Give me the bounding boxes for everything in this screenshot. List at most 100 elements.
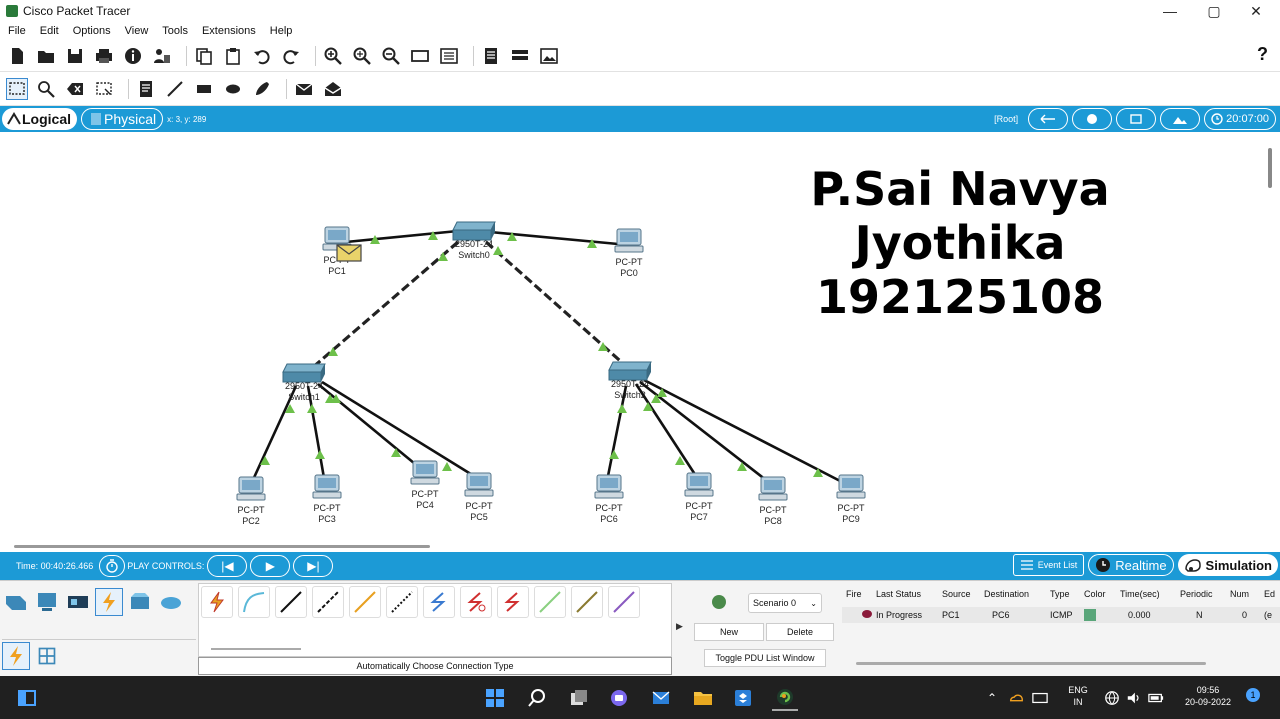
undo-icon[interactable] [251,45,273,67]
link-pc1-switch0[interactable] [345,228,469,244]
freeform-draw-icon[interactable] [251,78,273,100]
back-step-button[interactable]: |◀ [207,555,248,577]
phone-cable-icon[interactable] [386,586,418,618]
realtime-tab[interactable]: Realtime [1088,554,1174,576]
onedrive-sync-icon[interactable] [1006,685,1026,711]
event-list-button[interactable]: Event List [1012,554,1085,576]
connections-sub-icon[interactable] [2,641,30,670]
save-icon[interactable] [64,45,86,67]
link-switch1-pc3[interactable] [306,385,326,479]
link-switch1-pc4[interactable] [317,382,421,470]
teams-chat-icon[interactable] [606,685,632,711]
grid-sub-icon[interactable] [33,642,61,670]
ellipse-draw-icon[interactable] [222,78,244,100]
end-devices-icon[interactable] [33,588,61,616]
link-switch0-switch2[interactable] [484,240,628,368]
dropbox-icon[interactable] [730,685,756,711]
info-icon[interactable] [122,45,144,67]
coaxial-cable-icon[interactable] [423,586,455,618]
new-cluster-button[interactable] [1072,108,1113,130]
switch1-node[interactable]: 2950T-24 Switch1 [278,362,330,403]
select-icon[interactable] [6,77,28,100]
back-button[interactable] [1028,108,1069,130]
print-icon[interactable] [93,45,115,67]
link-switch2-pc6[interactable] [606,385,628,477]
scenario-info-icon[interactable] [712,595,726,609]
keyboard-tray-icon[interactable] [1030,685,1050,711]
link-switch1-pc2[interactable] [250,385,298,483]
note-icon[interactable] [135,78,157,100]
custom-device-icon[interactable] [480,45,502,67]
menu-tools[interactable]: Tools [162,25,188,37]
pc5-node[interactable]: PC-PT PC5 [460,472,498,523]
notification-badge[interactable]: 1 [1246,688,1260,702]
menu-edit[interactable]: Edit [39,25,59,37]
octal-cable-icon[interactable] [534,586,566,618]
tab-physical[interactable]: Physical [81,108,164,130]
multiuser-icon[interactable] [157,588,185,616]
network-devices-icon[interactable] [2,588,30,616]
fire-cell[interactable] [842,609,872,621]
connections-scrollbar[interactable] [211,648,301,650]
logical-workspace[interactable]: PC-PT PC1 PC-PT PC0 2950T-24 Switch0 295… [0,132,1280,552]
pdu-row[interactable]: In Progress PC1 PC6 ICMP 0.000 N 0 (e [842,607,1280,623]
pc9-node[interactable]: PC-PT PC9 [832,474,870,525]
file-explorer-icon[interactable] [690,685,716,711]
iot-custom-cable-icon[interactable] [571,586,603,618]
task-view-icon[interactable] [566,685,592,711]
maximize-button[interactable]: ▢ [1207,2,1221,19]
scenario-select[interactable]: Scenario 0 ⌄ [748,593,822,613]
add-simple-pdu-icon[interactable] [293,78,315,100]
search-icon[interactable] [524,685,550,711]
serial-dce-icon[interactable] [460,586,492,618]
volume-icon[interactable] [1124,685,1144,711]
horizontal-scrollbar[interactable] [14,545,430,548]
forward-step-button[interactable]: ▶| [293,555,334,577]
zoom-out-icon[interactable] [380,45,402,67]
battery-icon[interactable] [1146,685,1166,711]
language-indicator[interactable]: ENG IN [1060,684,1096,708]
tab-logical[interactable]: Logical [2,108,78,130]
components-icon[interactable] [64,588,92,616]
pc6-node[interactable]: PC-PT PC6 [590,474,628,525]
zoom-in-icon[interactable] [322,45,344,67]
redo-icon[interactable] [280,45,302,67]
copper-cross-over-icon[interactable] [312,586,344,618]
show-desktop-icon[interactable] [14,685,40,711]
link-switch2-pc9[interactable] [643,378,847,486]
rectangle-draw-icon[interactable] [193,78,215,100]
pc2-node[interactable]: PC-PT PC2 [232,476,270,527]
copper-straight-through-icon[interactable] [275,586,307,618]
rectangle-icon[interactable] [409,45,431,67]
pc8-node[interactable]: PC-PT PC8 [754,476,792,527]
link-switch1-pc5[interactable] [321,380,475,478]
network-globe-icon[interactable] [1102,685,1122,711]
usb-cable-icon[interactable] [608,586,640,618]
copy-icon[interactable] [193,45,215,67]
packet-tracer-taskbar-icon[interactable] [772,685,798,711]
delete-scenario-button[interactable]: Delete [766,623,834,641]
set-background-button[interactable] [1160,108,1201,130]
connections-icon[interactable] [95,588,123,616]
paste-icon[interactable] [222,45,244,67]
vertical-scrollbar[interactable] [1268,148,1272,188]
add-complex-pdu-icon[interactable] [322,78,344,100]
menu-options[interactable]: Options [72,25,111,37]
delete-icon[interactable] [64,78,86,100]
menu-extensions[interactable]: Extensions [201,25,256,37]
link-switch2-pc7[interactable] [634,383,698,477]
simulation-tab[interactable]: Simulation [1177,554,1278,576]
line-draw-icon[interactable] [164,78,186,100]
cluster-icon[interactable] [509,45,531,67]
system-clock[interactable]: 09:56 20-09-2022 [1176,684,1240,708]
power-cycle-button[interactable] [99,555,126,577]
menu-file[interactable]: File [8,25,26,37]
pc4-node[interactable]: PC-PT PC4 [406,460,444,511]
fiber-icon[interactable] [349,586,381,618]
new-file-icon[interactable] [6,45,28,67]
switch0-node[interactable]: 2950T-24 Switch0 [448,220,500,261]
palette-icon[interactable] [438,45,460,67]
move-object-button[interactable] [1116,108,1157,130]
expand-arrow-icon[interactable]: ▶ [676,621,683,631]
activity-wizard-icon[interactable] [151,45,173,67]
